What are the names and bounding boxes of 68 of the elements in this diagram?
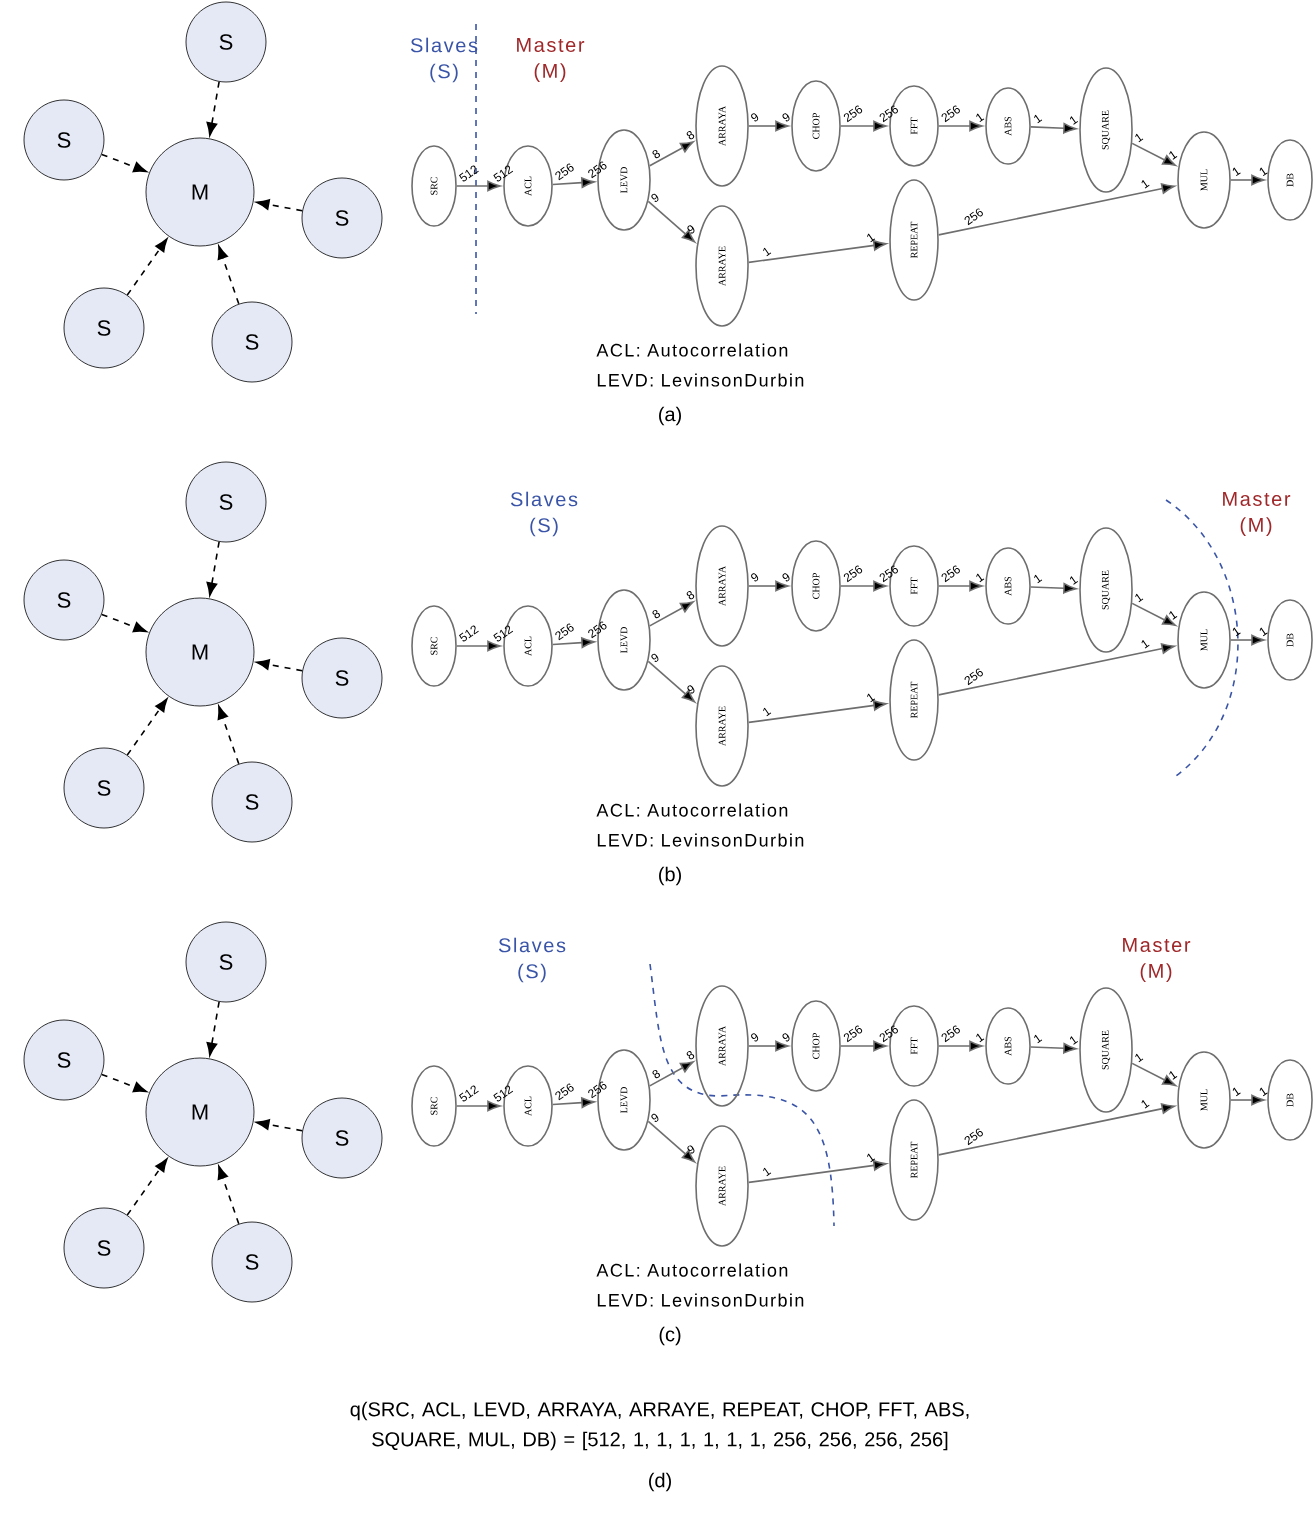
formula-text: q(SRC, ACL, LEVD, ARRAYA, ARRAYE, REPEAT, CHOP, FFT, ABS, SQUARE, MUL, DB) = [512, 1, 1, 1, 1, 1, 1, 256, 256, 256, 256] (350, 1401, 969, 1451)
arrow (938, 1040, 983, 1052)
arrow (1230, 174, 1265, 186)
dashed-arrow (255, 1119, 304, 1132)
arrow (840, 1040, 887, 1052)
arrow (840, 580, 887, 592)
arrow (648, 1061, 694, 1087)
arrow (1030, 582, 1077, 594)
dashed-arrow (100, 1073, 147, 1093)
arrow (456, 640, 501, 652)
dashed-arrow (206, 1001, 220, 1056)
dashed-arrow (217, 1165, 240, 1225)
panel-caption: (b) (659, 866, 681, 886)
region-label: Slaves (S) (510, 491, 578, 537)
legend-note: LEVD: LevinsonDurbin (597, 373, 804, 387)
arrow (647, 200, 696, 243)
arrow (648, 601, 694, 627)
dashed-arrow (100, 613, 147, 633)
region-label: Master (M) (1223, 492, 1291, 536)
region-label: Master (M) (1123, 938, 1191, 982)
legend-note: LEVD: LevinsonDurbin (597, 1293, 804, 1307)
region-label: Master (M) (517, 38, 585, 82)
arrow (747, 240, 887, 264)
arrow (1230, 634, 1265, 646)
arrow (937, 183, 1175, 236)
dashed-arrow (126, 1158, 168, 1216)
arrow (1131, 1062, 1177, 1087)
dashed-arrow (255, 199, 304, 212)
dashed-arrow (255, 659, 304, 672)
arrow (938, 580, 983, 592)
arrow (647, 660, 696, 703)
arrow (747, 1160, 887, 1184)
dashed-arrow (126, 238, 168, 296)
panel-caption: (a) (659, 406, 681, 426)
arrow (938, 120, 983, 132)
dashed-arrow (100, 153, 147, 173)
arrow (1030, 122, 1077, 134)
arrow (648, 141, 694, 167)
arrow (937, 643, 1175, 696)
arrow (747, 700, 887, 724)
arrow (1131, 602, 1177, 627)
legend-note: ACL: Autocorrelation (596, 343, 788, 357)
arrow (748, 120, 789, 132)
dashed-arrow (206, 81, 220, 136)
region-label: Slaves (S) (410, 37, 478, 83)
arrow (937, 1103, 1175, 1156)
arrow (552, 637, 595, 649)
arrow (647, 1120, 696, 1163)
dashed-arrow (217, 245, 240, 305)
arrow (1131, 142, 1177, 167)
dashed-arrow (126, 698, 168, 756)
panel-caption: (c) (659, 1326, 681, 1346)
legend-note: LEVD: LevinsonDurbin (597, 833, 804, 847)
region-label: Slaves (S) (498, 937, 566, 983)
arrow (748, 580, 789, 592)
dashed-arrow (206, 541, 220, 596)
arrow (552, 177, 595, 188)
dashed-arrow (217, 705, 240, 765)
arrow (552, 1097, 595, 1109)
arrow (1030, 1042, 1077, 1054)
panel-caption: (d) (649, 1472, 671, 1492)
arrow (1230, 1094, 1265, 1106)
arrow (840, 120, 887, 132)
legend-note: ACL: Autocorrelation (596, 1263, 788, 1277)
arrow (456, 1100, 501, 1112)
arrow (748, 1040, 789, 1052)
arrow (456, 180, 501, 192)
legend-note: ACL: Autocorrelation (596, 803, 788, 817)
